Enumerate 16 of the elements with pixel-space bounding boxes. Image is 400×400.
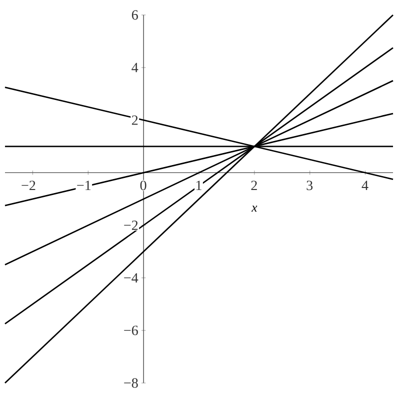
line-chart: −2 −1 0 1 2 3 4 −8 −6 −4 −2 2 4 6 x — [4, 10, 394, 388]
y-tick-label: 4 — [132, 62, 138, 72]
y-tick-label: 2 — [132, 115, 138, 125]
x-tick-label: −1 — [77, 180, 91, 190]
x-axis-title: x — [251, 206, 258, 212]
x-tick-label: 2 — [251, 180, 257, 190]
x-tick-label: 4 — [362, 180, 368, 190]
y-tick-label: −4 — [124, 273, 138, 282]
x-tick-label: 0 — [140, 180, 146, 190]
x-tick-label: 3 — [306, 180, 313, 190]
x-tick-label: −2 — [22, 180, 36, 190]
y-tick-label: 6 — [132, 10, 138, 20]
y-tick-label: −6 — [124, 326, 138, 336]
y-tick-label: −8 — [124, 378, 138, 388]
y-tick-label: −2 — [124, 220, 138, 230]
x-tick-label: 1 — [196, 180, 202, 190]
